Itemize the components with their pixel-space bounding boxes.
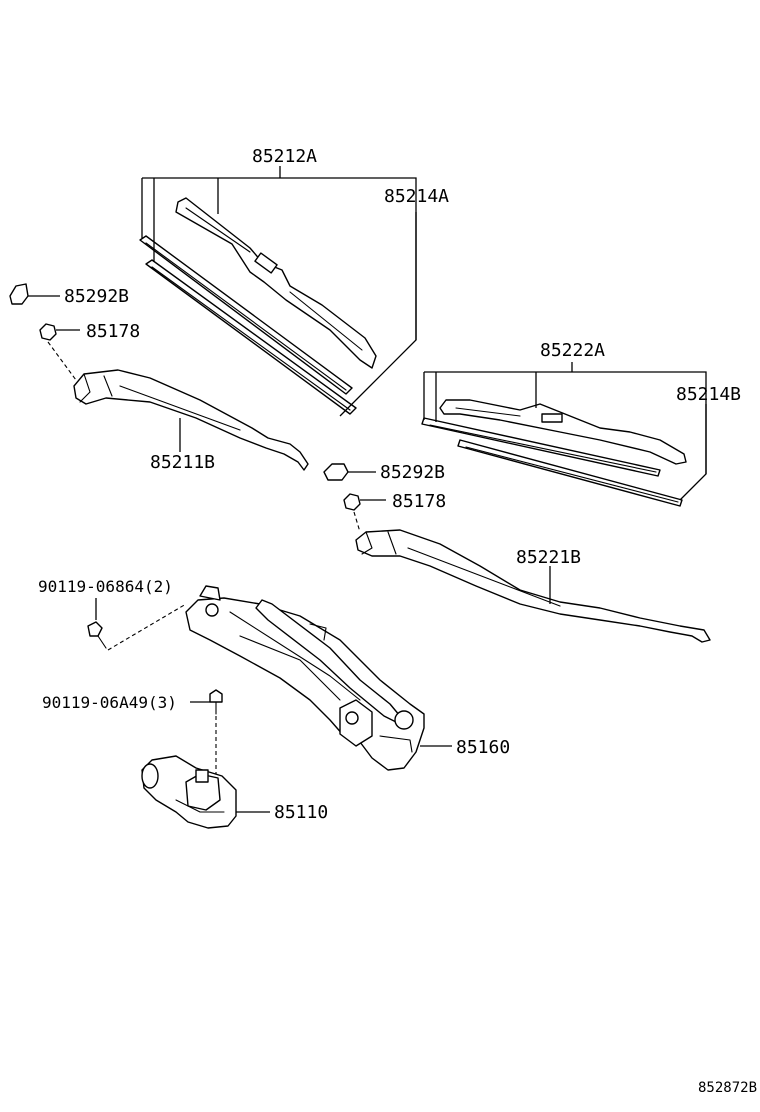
callout-85211b: 85211B: [150, 452, 215, 473]
callout-85178-upper: 85178: [86, 321, 140, 342]
callout-85214b: 85214B: [676, 384, 741, 405]
wiper-blade-85212a: [139, 197, 377, 415]
wiper-motor-85110: [141, 755, 237, 829]
callout-85160: 85160: [456, 737, 510, 758]
callout-85110: 85110: [274, 802, 328, 823]
callout-90119-06a49: 90119-06A49(3): [42, 693, 177, 712]
arm-cap-85292b-upper: [9, 283, 29, 305]
wiper-arm-85211b: [73, 369, 309, 471]
callout-85212a: 85212A: [252, 146, 317, 167]
callout-85292b-upper: 85292B: [64, 286, 129, 307]
bolt-90119-06864: [87, 621, 103, 637]
wiper-blade-85222a: [421, 399, 687, 507]
wiper-arm-85221b: [355, 529, 711, 643]
callout-85221b: 85221B: [516, 547, 581, 568]
callout-85214a: 85214A: [384, 186, 449, 207]
callout-85292b-lower: 85292B: [380, 462, 445, 483]
nut-85178-upper: [39, 323, 57, 341]
bolt-90119-06a49: [209, 689, 223, 703]
callout-90119-06864: 90119-06864(2): [38, 577, 173, 596]
figure-code: 852872B: [698, 1080, 757, 1096]
wiper-linkage-85160: [185, 585, 425, 771]
arm-cap-85292b-lower: [323, 463, 349, 481]
nut-85178-lower: [343, 493, 361, 511]
callout-85222a: 85222A: [540, 340, 605, 361]
callout-85178-lower: 85178: [392, 491, 446, 512]
